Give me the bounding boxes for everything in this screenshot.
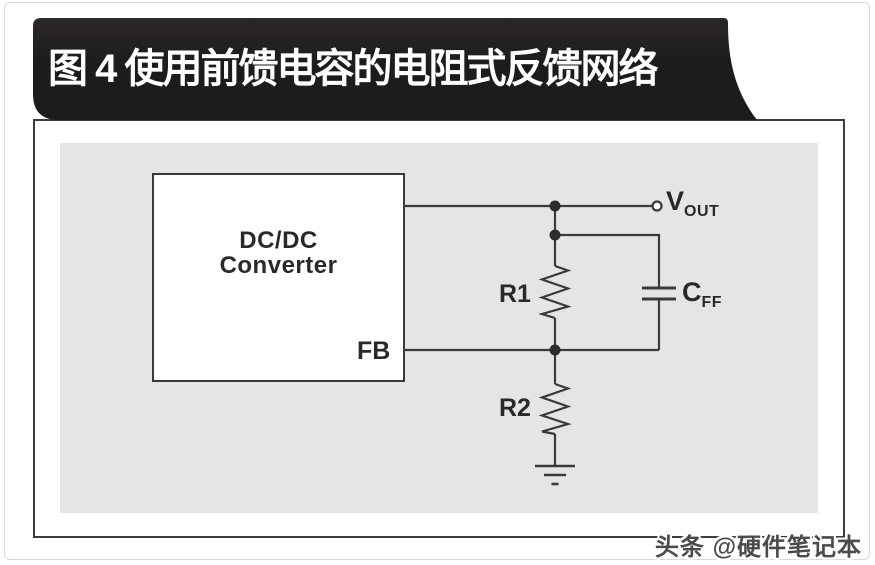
r1-label: R1: [499, 280, 531, 308]
title-banner: [33, 18, 757, 120]
dcdc-converter-block: DC/DC Converter: [152, 173, 405, 382]
vout-label-main: V: [666, 186, 685, 216]
cff-label-sub: FF: [701, 294, 723, 311]
dcdc-converter-line2: Converter: [219, 252, 338, 279]
fb-pin-label: FB: [357, 337, 391, 365]
vout-label-sub: OUT: [684, 203, 720, 220]
cff-label-main: C: [682, 277, 702, 307]
watermark: 头条 @硬件笔记本: [654, 534, 862, 561]
cff-label: C FF: [682, 277, 722, 311]
banner-shape: [33, 18, 757, 120]
dcdc-converter-label: DC/DC Converter: [154, 228, 403, 278]
vout-label: V OUT: [666, 186, 719, 220]
r2-label: R2: [499, 394, 531, 422]
figure-title: 图 4 使用前馈电容的电阻式反馈网络: [48, 47, 658, 91]
dcdc-converter-line1: DC/DC: [239, 227, 318, 254]
